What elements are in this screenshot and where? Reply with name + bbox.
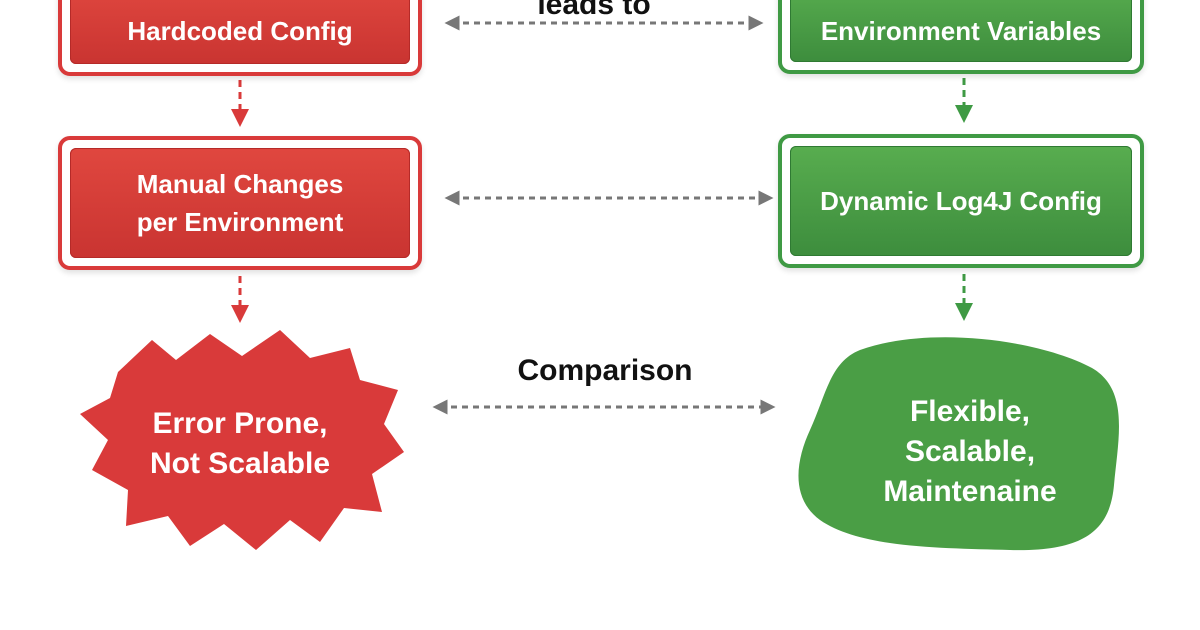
manual-changes-label: Manual Changes per Environment [70, 148, 410, 258]
manual-changes-box: Manual Changes per Environment [58, 136, 422, 270]
leads-to-label: leads to [537, 0, 651, 21]
dynamic-config-label: Dynamic Log4J Config [790, 146, 1132, 256]
hardcoded-config-label: Hardcoded Config [70, 0, 410, 64]
error-prone-label: Error Prone, Not Scalable [149, 407, 331, 480]
flexible-label: Flexible, Scalable, Maintenaine [883, 395, 1057, 508]
hardcoded-config-box: Hardcoded Config [58, 0, 422, 76]
error-burst-shape [80, 330, 404, 550]
environment-variables-box: Environment Variables [778, 0, 1144, 74]
environment-variables-label: Environment Variables [790, 0, 1132, 62]
dynamic-config-box: Dynamic Log4J Config [778, 134, 1144, 268]
comparison-label: Comparison [517, 354, 693, 387]
flexible-blob-shape [798, 337, 1119, 551]
